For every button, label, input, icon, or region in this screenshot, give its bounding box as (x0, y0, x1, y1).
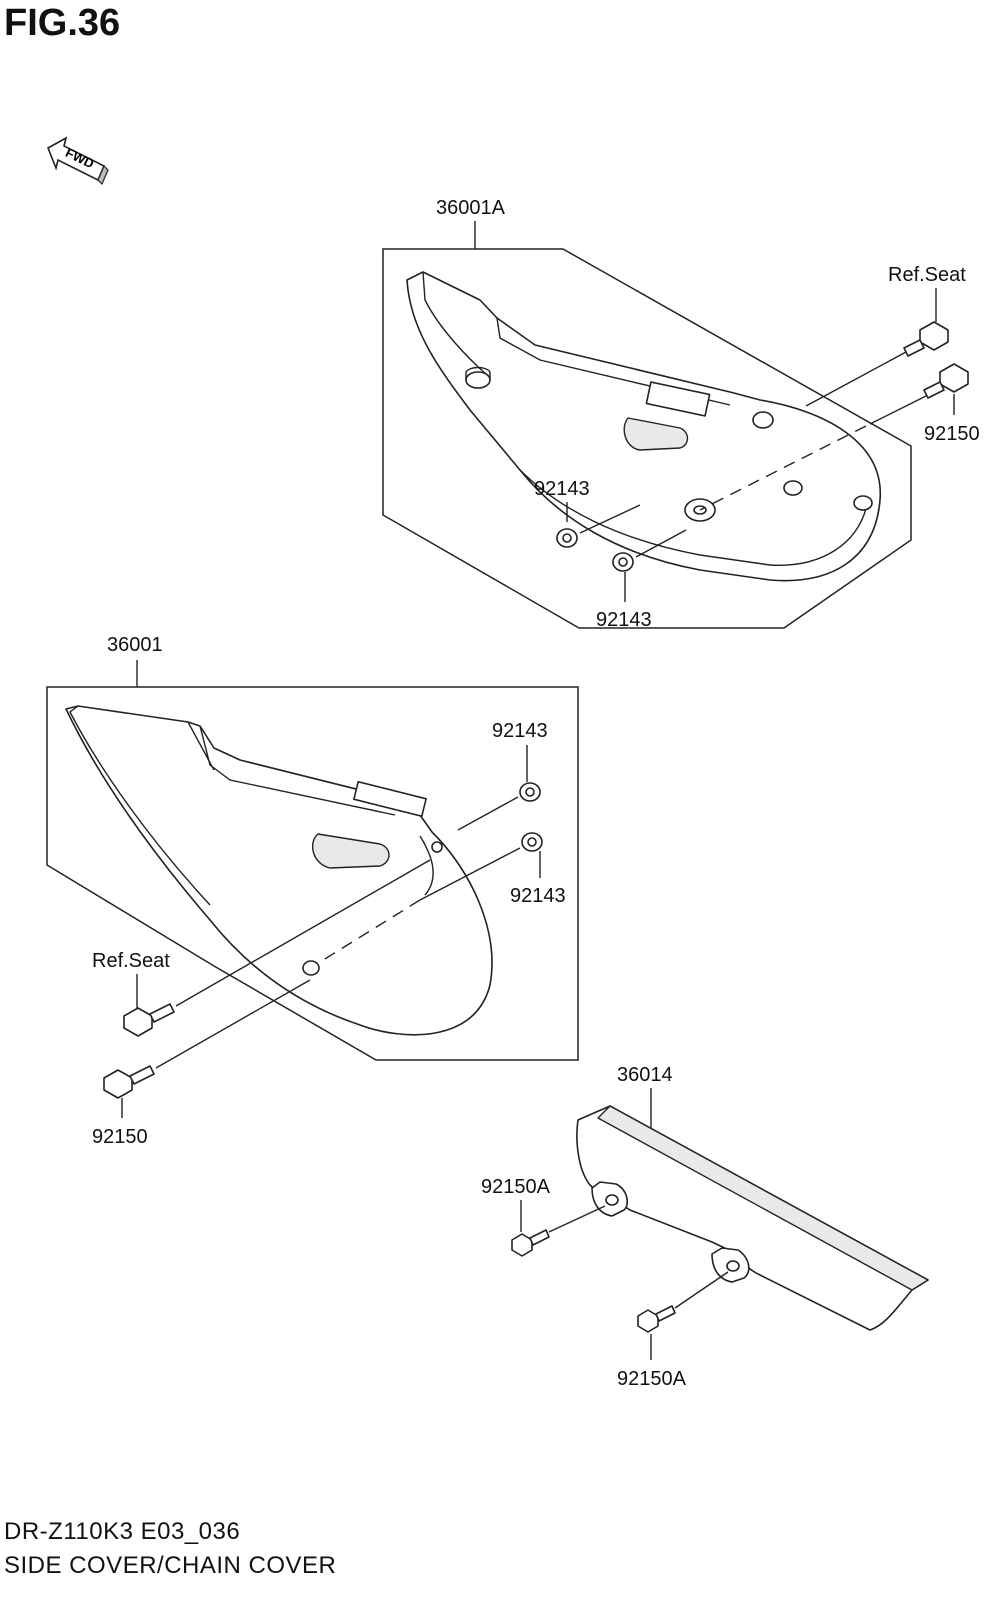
chain-bolt-b-icon (637, 1305, 676, 1333)
lower-washer-b-icon (521, 832, 543, 852)
chain-bolt-a-label: 92150A (481, 1176, 551, 1198)
upper-bolt-92150-icon (923, 363, 969, 399)
upper-washer-a-label: 92143 (534, 478, 590, 500)
lower-bolt-92150-icon (103, 1065, 155, 1099)
lower-group-frame (46, 686, 579, 1061)
chain-bolt-b-label: 92150A (617, 1368, 687, 1390)
fwd-arrow-icon: FWD (46, 136, 109, 186)
chain-cover (576, 1105, 929, 1331)
lower-cover-slot (311, 833, 390, 869)
chain-part-number: 36014 (617, 1064, 673, 1086)
upper-bolt-label: 92150 (924, 423, 980, 445)
lower-bolt-label: 92150 (92, 1126, 148, 1148)
footer-diagram-title: SIDE COVER/CHAIN COVER (4, 1552, 337, 1579)
lower-group-36001: 36001 92143 92143 Ref.Seat (46, 634, 579, 1148)
upper-group-frame (382, 248, 912, 629)
lower-washer-a-icon (519, 782, 541, 802)
upper-washer-b-label: 92143 (596, 609, 652, 631)
footer-model-code: DR-Z110K3 E03_036 (4, 1518, 241, 1545)
chain-cover-group-36014: 36014 92150A 92150A (481, 1064, 929, 1390)
upper-ref-seat-label: Ref.Seat (888, 264, 966, 286)
lower-washer-a-label: 92143 (492, 720, 548, 742)
upper-group-36001a: 36001A Ref.Seat 92150 (382, 197, 980, 631)
chain-bolt-a-icon (511, 1229, 550, 1257)
lower-ref-seat-bolt-icon (123, 1003, 175, 1037)
upper-part-number: 36001A (436, 197, 506, 219)
upper-cover-slot (623, 417, 689, 451)
upper-washer-b-icon (612, 552, 634, 572)
upper-washer-a-icon (556, 528, 578, 548)
lower-side-cover (65, 705, 493, 1036)
lower-part-number: 36001 (107, 634, 163, 656)
lower-washer-b-label: 92143 (510, 885, 566, 907)
upper-ref-seat-bolt-icon (903, 321, 949, 357)
figure-title: FIG.36 (4, 2, 121, 44)
lower-ref-seat-label: Ref.Seat (92, 950, 170, 972)
